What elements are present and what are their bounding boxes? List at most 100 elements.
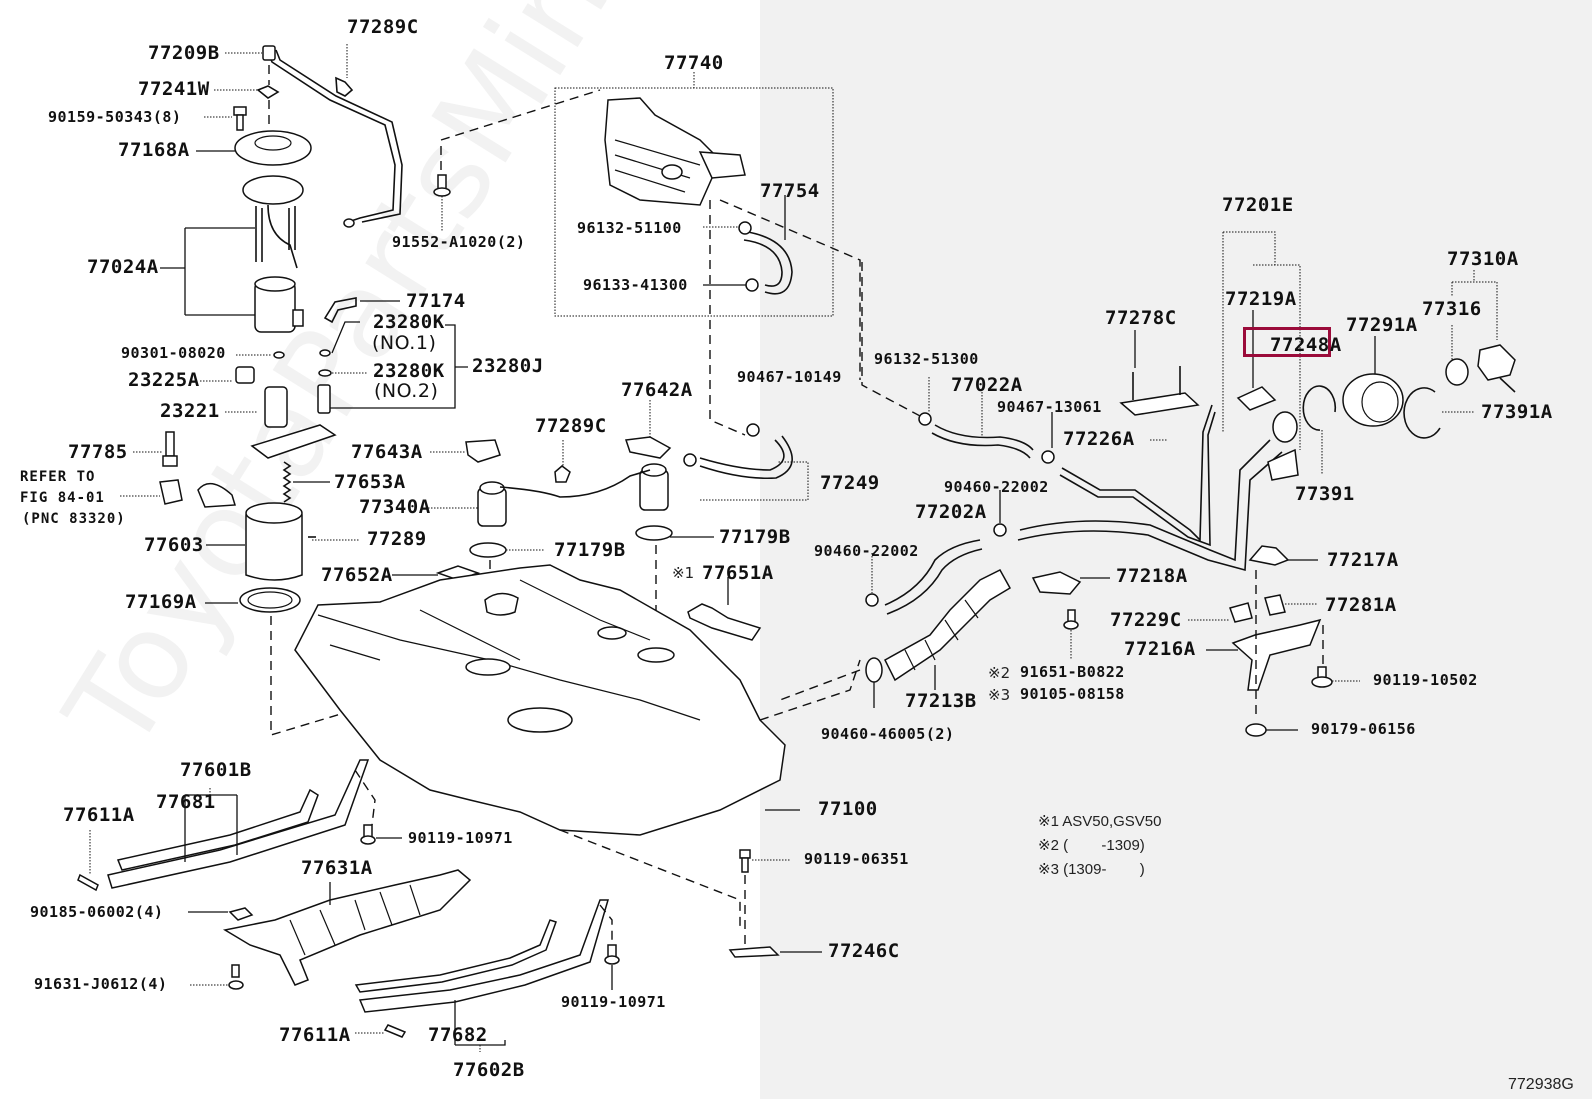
clip-77289C-top[interactable]: [335, 76, 354, 97]
part-label-77179B-left[interactable]: 77179B: [554, 539, 626, 561]
bolt-91552[interactable]: [433, 174, 451, 197]
plate-77241W[interactable]: [256, 85, 280, 99]
protector-77219A[interactable]: [1236, 386, 1277, 411]
part-label-77642A[interactable]: 77642A: [621, 379, 693, 401]
clip-77281A[interactable]: [1264, 594, 1286, 616]
part-label-91651-B0822[interactable]: 91651-B0822: [1020, 663, 1125, 681]
nut-90185[interactable]: [228, 907, 254, 921]
bolt-90119-10971-a[interactable]: [360, 824, 376, 845]
part-label-91552-A1020[interactable]: 91552-A1020(2): [392, 233, 526, 251]
bolt-90159[interactable]: [233, 106, 247, 131]
pin-77611A-bot[interactable]: [383, 1024, 407, 1038]
part-label-77249[interactable]: 77249: [820, 472, 880, 494]
hose-77213B[interactable]: [884, 569, 1012, 682]
part-label-77100[interactable]: 77100: [818, 798, 878, 820]
sender-77785[interactable]: [159, 431, 236, 508]
part-label-77643A[interactable]: 77643A: [351, 441, 423, 463]
pump-bracket-77024A[interactable]: [242, 175, 304, 333]
cup-77603[interactable]: [245, 502, 303, 581]
part-label-77611A-top[interactable]: 77611A: [63, 804, 135, 826]
part-label-77611A-bot[interactable]: 77611A: [279, 1024, 351, 1046]
part-label-23280K-no1[interactable]: 23280K: [373, 311, 445, 333]
part-label-77202A[interactable]: 77202A: [915, 501, 987, 523]
vent-hose-77209B[interactable]: [262, 45, 403, 228]
clamp-77218A[interactable]: [1031, 571, 1082, 595]
part-label-77241W[interactable]: 77241W: [138, 78, 210, 100]
clip-77643A[interactable]: [465, 439, 501, 463]
part-label-77229C[interactable]: 77229C: [1110, 609, 1182, 631]
part-label-77740[interactable]: 77740: [664, 52, 724, 74]
part-label-90159-50343[interactable]: 90159-50343(8): [48, 108, 182, 126]
part-label-77226A[interactable]: 77226A: [1063, 428, 1135, 450]
bracket-77216A[interactable]: [1231, 618, 1322, 691]
part-label-90105-08158[interactable]: 90105-08158: [1020, 685, 1125, 703]
bolt-91631[interactable]: [228, 964, 244, 990]
part-label-90460-22002-a[interactable]: 90460-22002: [944, 478, 1049, 496]
clip-90179-06156[interactable]: [1245, 723, 1267, 737]
clip-96133-41300[interactable]: [745, 278, 759, 292]
part-label-77022A[interactable]: 77022A: [951, 374, 1023, 396]
hose-77022A[interactable]: [931, 424, 1034, 459]
bracket-77174[interactable]: [323, 297, 357, 324]
part-label-77219A[interactable]: 77219A: [1225, 288, 1297, 310]
part-label-90467-13061[interactable]: 90467-13061: [997, 398, 1102, 416]
part-label-77785[interactable]: 77785: [68, 441, 128, 463]
hose-77202A[interactable]: [884, 539, 983, 615]
part-label-23280J[interactable]: 23280J: [472, 355, 544, 377]
part-label-23221[interactable]: 23221: [160, 400, 220, 422]
part-label-90460-22002-b[interactable]: 90460-22002: [814, 542, 919, 560]
part-label-77209B[interactable]: 77209B: [148, 42, 220, 64]
part-label-91631-J0612[interactable]: 91631-J0612(4): [34, 975, 168, 993]
pump-23221[interactable]: [235, 366, 337, 459]
filter-23280K[interactable]: [317, 349, 332, 414]
part-label-96133-41300[interactable]: 96133-41300: [583, 276, 688, 294]
part-label-77681[interactable]: 77681: [156, 791, 216, 813]
part-label-90460-46005[interactable]: 90460-46005(2): [821, 725, 955, 743]
part-label-77391A[interactable]: 77391A: [1481, 401, 1553, 423]
part-label-77291A[interactable]: 77291A: [1346, 314, 1418, 336]
grommet-77179B-left[interactable]: [469, 542, 507, 558]
cap-gasket-77316[interactable]: [1445, 358, 1469, 386]
canister-77740[interactable]: [604, 97, 746, 206]
part-label-96132-51300[interactable]: 96132-51300: [874, 350, 979, 368]
pad-77651A[interactable]: [687, 603, 762, 641]
clip-90460-22002-a[interactable]: [993, 523, 1007, 537]
sender-gauge-77340A[interactable]: [477, 463, 669, 527]
bolt-91651[interactable]: [1063, 609, 1079, 630]
part-label-77024A[interactable]: 77024A: [87, 256, 159, 278]
housing-77291A[interactable]: [1342, 373, 1404, 427]
hose-77249[interactable]: [683, 435, 793, 480]
part-label-77289C-top[interactable]: 77289C: [347, 16, 419, 38]
part-label-90119-06351[interactable]: 90119-06351: [804, 850, 909, 868]
part-label-77603[interactable]: 77603: [144, 534, 204, 556]
part-label-77217A[interactable]: 77217A: [1327, 549, 1399, 571]
part-label-77631A[interactable]: 77631A: [301, 857, 373, 879]
part-label-90119-10971-a[interactable]: 90119-10971: [408, 829, 513, 847]
clip-77229C[interactable]: [1229, 602, 1253, 623]
part-label-77340A[interactable]: 77340A: [359, 496, 431, 518]
part-label-77218A[interactable]: 77218A: [1116, 565, 1188, 587]
part-label-77174[interactable]: 77174: [406, 290, 466, 312]
gasket-77169A[interactable]: [239, 587, 301, 613]
part-label-77652A[interactable]: 77652A: [321, 564, 393, 586]
part-label-90467-10149[interactable]: 90467-10149: [737, 368, 842, 386]
part-label-77682[interactable]: 77682: [428, 1024, 488, 1046]
part-label-77246C[interactable]: 77246C: [828, 940, 900, 962]
part-label-77201E[interactable]: 77201E: [1222, 194, 1294, 216]
clip-77289C-mid[interactable]: [554, 465, 571, 483]
part-label-77179B-right[interactable]: 77179B: [719, 526, 791, 548]
bracket-77217A[interactable]: [1248, 545, 1290, 566]
part-label-77248A[interactable]: 77248A: [1270, 334, 1342, 356]
grommet-77179B-right[interactable]: [635, 525, 673, 541]
fuel-tank-77100[interactable]: [294, 564, 786, 836]
part-label-77602B[interactable]: 77602B: [453, 1059, 525, 1081]
part-label-23280K-no2[interactable]: 23280K: [373, 360, 445, 382]
part-label-77754[interactable]: 77754: [760, 180, 820, 202]
part-label-77310A[interactable]: 77310A: [1447, 248, 1519, 270]
bolt-90119-10971-b[interactable]: [604, 944, 620, 965]
part-label-96132-51100[interactable]: 96132-51100: [577, 219, 682, 237]
refer-text-line2[interactable]: FIG 84-01: [20, 490, 105, 506]
bracket-77278C[interactable]: [1119, 366, 1200, 416]
part-label-77653A[interactable]: 77653A: [334, 471, 406, 493]
clip-90460-46005[interactable]: [865, 657, 883, 683]
